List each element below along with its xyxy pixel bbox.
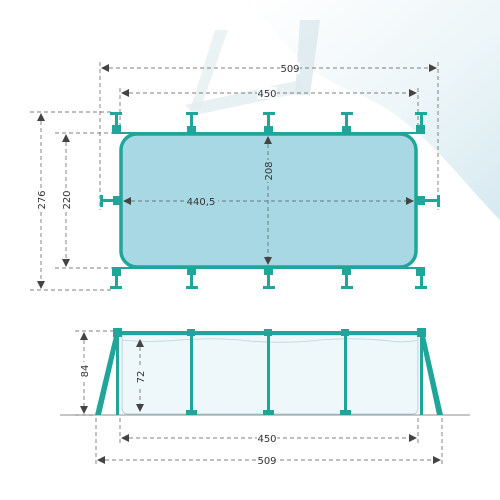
top-inner-length-label: 450	[257, 89, 276, 100]
side-outer-length-label: 509	[257, 456, 276, 467]
side-inner-height-label: 72	[136, 371, 147, 384]
top-view: 509 450 276 220 440,5 208	[30, 62, 440, 291]
top-legs	[110, 112, 427, 134]
top-outer-width-label: 276	[37, 190, 48, 209]
pool-width-label: 208	[264, 161, 275, 180]
side-outer-height-label: 84	[80, 365, 91, 378]
bottom-legs	[110, 267, 427, 289]
pool-length-label: 440,5	[187, 197, 216, 208]
top-outer-length-label: 509	[280, 64, 299, 75]
side-legs	[100, 195, 440, 207]
side-inner-length-label: 450	[257, 434, 276, 445]
pool-water	[119, 132, 418, 269]
top-inner-width-label: 220	[62, 190, 73, 209]
side-view: 84 72 450 509	[60, 328, 470, 467]
